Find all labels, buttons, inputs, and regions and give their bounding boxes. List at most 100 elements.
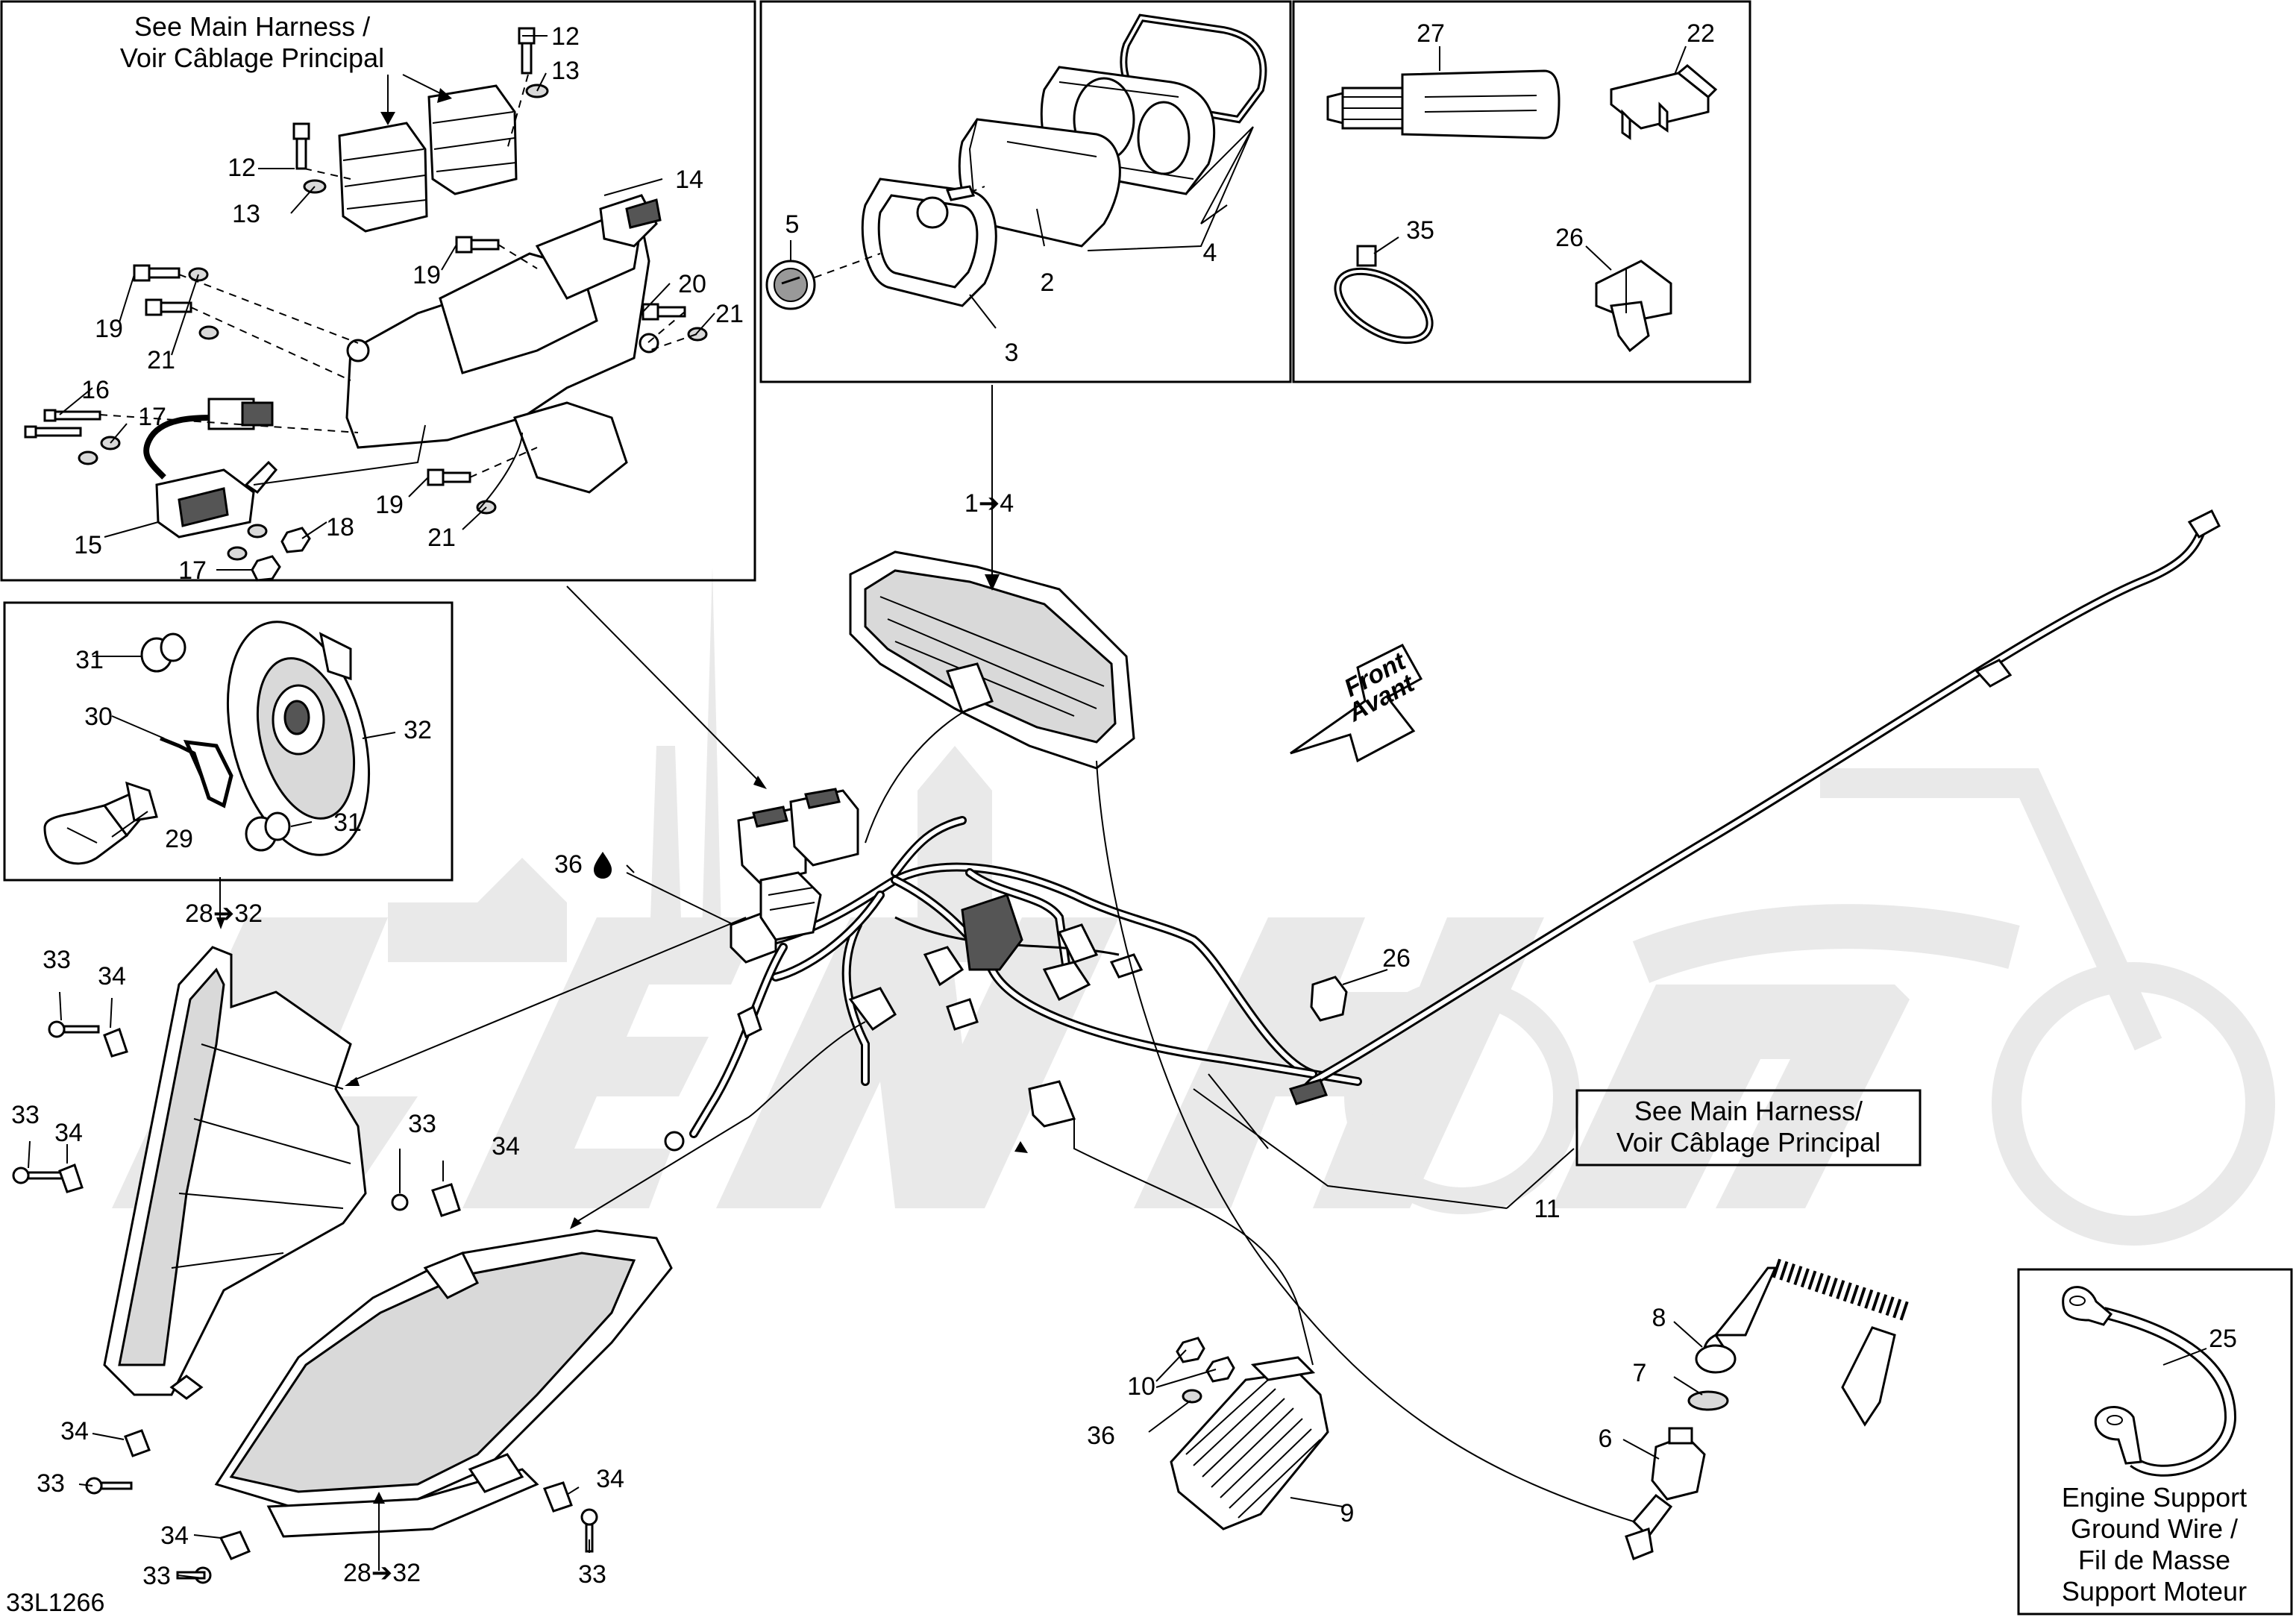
gauge-bezel-3 — [861, 178, 997, 307]
lanyard-wire — [1288, 509, 2221, 1105]
callout-29: 29 — [165, 825, 193, 853]
nut-10-b — [1205, 1356, 1235, 1383]
callout-35: 35 — [1406, 216, 1434, 245]
callout-12b: 12 — [228, 154, 256, 182]
clip-34-f — [219, 1530, 251, 1560]
front-arrow: Front Avant — [1290, 644, 1423, 763]
callout-labels: 12 13 12 13 14 19 20 19 21 21 16 17 15 1… — [11, 19, 2237, 1590]
callout-26b: 26 — [1382, 944, 1411, 973]
callout-36a: 36 — [554, 850, 583, 879]
callout-5: 5 — [785, 210, 800, 239]
grommet-31-upper — [140, 632, 186, 673]
fuse-22 — [1610, 64, 1718, 140]
washer-17-lower — [227, 546, 248, 561]
callout-26a: 26 — [1555, 224, 1584, 252]
callout-4: 4 — [1203, 239, 1217, 267]
screw-33-d — [85, 1477, 133, 1495]
headlamp-bracket — [103, 946, 367, 1400]
callout-19b: 19 — [95, 315, 123, 343]
bolt-19-lower — [427, 468, 471, 486]
callout-33e: 33 — [578, 1560, 606, 1589]
callout-13b: 13 — [232, 200, 260, 228]
clip-34-b — [58, 1164, 84, 1193]
switch-bracket-panel — [0, 0, 756, 582]
main-harness-note-box — [1575, 1089, 1922, 1167]
screw-33-f — [176, 1566, 212, 1584]
callout-28-to-32b: 28➔32 — [343, 1559, 421, 1587]
instrument-cluster-assembly — [849, 550, 1135, 770]
main-harness-note-right-line2: Voir Câblage Principal — [1616, 1127, 1881, 1158]
callout-6: 6 — [1599, 1425, 1613, 1453]
callout-31b: 31 — [333, 808, 362, 837]
lanyard-switch-6 — [1625, 1427, 1706, 1560]
bolt-12-lower — [292, 122, 310, 170]
gauge-screw — [945, 185, 976, 201]
callout-16: 16 — [81, 376, 110, 404]
callout-13a: 13 — [551, 57, 580, 85]
callout-25: 25 — [2209, 1325, 2237, 1353]
nut-33-c — [391, 1193, 409, 1211]
brake-switch-15 — [143, 398, 278, 539]
washer-21-left-b — [198, 325, 219, 340]
callout-21b: 21 — [147, 346, 175, 374]
washer-17-upper-b — [78, 450, 98, 465]
callout-10: 10 — [1127, 1372, 1155, 1401]
bolt-19-left-a — [133, 264, 181, 282]
callout-2: 2 — [1041, 269, 1055, 297]
ground-wire-panel — [2017, 1268, 2293, 1616]
gauge-panel — [759, 0, 1292, 383]
callout-32: 32 — [404, 716, 432, 744]
callout-19a: 19 — [413, 261, 441, 289]
clip-34-a — [103, 1028, 128, 1058]
main-harness-note-top-line2: Voir Câblage Principal — [120, 43, 384, 73]
callout-36b: 36 — [1087, 1422, 1115, 1450]
callout-33d: 33 — [37, 1469, 65, 1498]
clip-26 — [1595, 260, 1672, 353]
callout-33b: 33 — [11, 1101, 40, 1129]
accessories-panel — [1292, 0, 1751, 383]
clip-34-c — [431, 1183, 461, 1217]
relay-bracket-assembly — [338, 84, 662, 494]
callout-28-to-32a: 28➔32 — [185, 899, 263, 928]
screw-33-a — [48, 1020, 100, 1038]
nut-18 — [280, 527, 311, 553]
drawing-id: 33L1266 — [6, 1589, 104, 1617]
callout-33c: 33 — [408, 1110, 436, 1138]
callout-20: 20 — [678, 270, 706, 298]
gauge-dial-5 — [765, 260, 816, 310]
callout-19c: 19 — [375, 491, 404, 519]
grease-drop-icon — [594, 852, 612, 879]
callout-7: 7 — [1633, 1359, 1647, 1387]
callout-12a: 12 — [551, 22, 580, 51]
washer-17-lower-a — [247, 524, 268, 539]
callout-22: 22 — [1687, 19, 1715, 48]
lanyard-cord-8 — [1703, 1258, 1913, 1427]
callout-34a: 34 — [98, 962, 126, 990]
bulb-29 — [43, 781, 158, 865]
callout-34c: 34 — [492, 1132, 520, 1161]
callout-3: 3 — [1005, 339, 1019, 367]
callout-34f: 34 — [160, 1522, 189, 1550]
callout-15: 15 — [74, 531, 102, 559]
bulb-spring-clip-30 — [160, 736, 233, 808]
ground-wire-note-line1: Engine Support — [2062, 1482, 2247, 1513]
gauge-lens-2 — [958, 118, 1121, 248]
lanyard-nut-7 — [1687, 1390, 1729, 1411]
cable-tie-35 — [1334, 245, 1434, 345]
screw-33-b — [12, 1167, 64, 1184]
callout-34b: 34 — [54, 1119, 83, 1147]
bolt-20 — [642, 303, 686, 321]
callout-1-to-4: 1➔4 — [964, 489, 1014, 518]
main-harness-note-right-line1: See Main Harness/ — [1634, 1096, 1863, 1126]
callout-17a: 17 — [138, 403, 166, 431]
callout-18: 18 — [326, 513, 354, 541]
headlamp-bulb-panel — [3, 601, 454, 882]
gauge-gasket-4 — [1120, 13, 1267, 124]
nut-10-a — [1176, 1337, 1205, 1363]
wiring-harness-11 — [664, 816, 1362, 1152]
clip-34-d — [124, 1429, 151, 1457]
callout-17b: 17 — [178, 556, 207, 585]
harness-relays — [737, 788, 859, 941]
ground-wire-note-line3: Fil de Masse — [2078, 1545, 2230, 1575]
